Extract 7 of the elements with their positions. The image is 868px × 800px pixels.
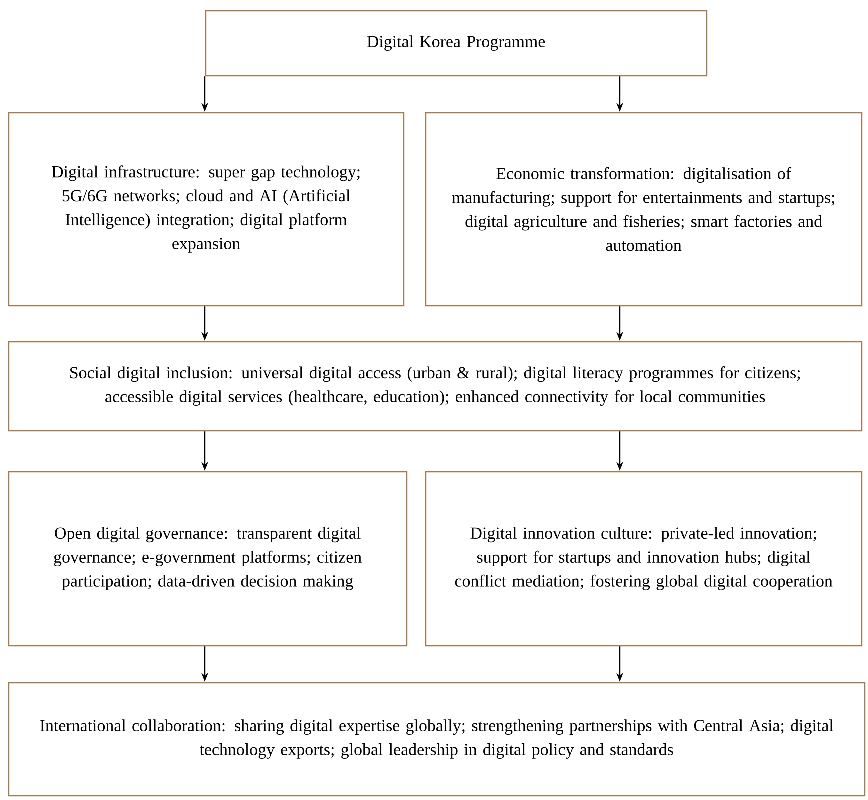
process-box: Social digital inclusion: universal digital access (urban & rural); digital literacy programmes for citizens; accessible digital services (healthcare, education); enhanced connectivity for local communities (8, 341, 863, 432)
process-box: Digital infrastructure: super gap technology; 5G/6G networks; cloud and AI (Artificial Intelligence) integration; digital platform expansion (8, 112, 405, 307)
process-box: Open digital governance: transparent digital governance; e-government platforms; citizen participation; data-driven decision making (8, 471, 408, 647)
process-box: International collaboration: sharing digital expertise globally; strengthening partnerships with Central Asia; digital technology exports; global leadership in digital policy and standards (8, 682, 866, 797)
process-box: Economic transformation: digitalisation of manufacturing; support for entertainments and startups; digital agriculture and fisheries; smart factories and automation (425, 112, 863, 307)
title-box: Digital Korea Programme (205, 10, 708, 77)
process-box: Digital innovation culture: private-led innovation; support for startups and innovation hubs; digital conflict mediation; fostering global digital cooperation (425, 471, 863, 647)
